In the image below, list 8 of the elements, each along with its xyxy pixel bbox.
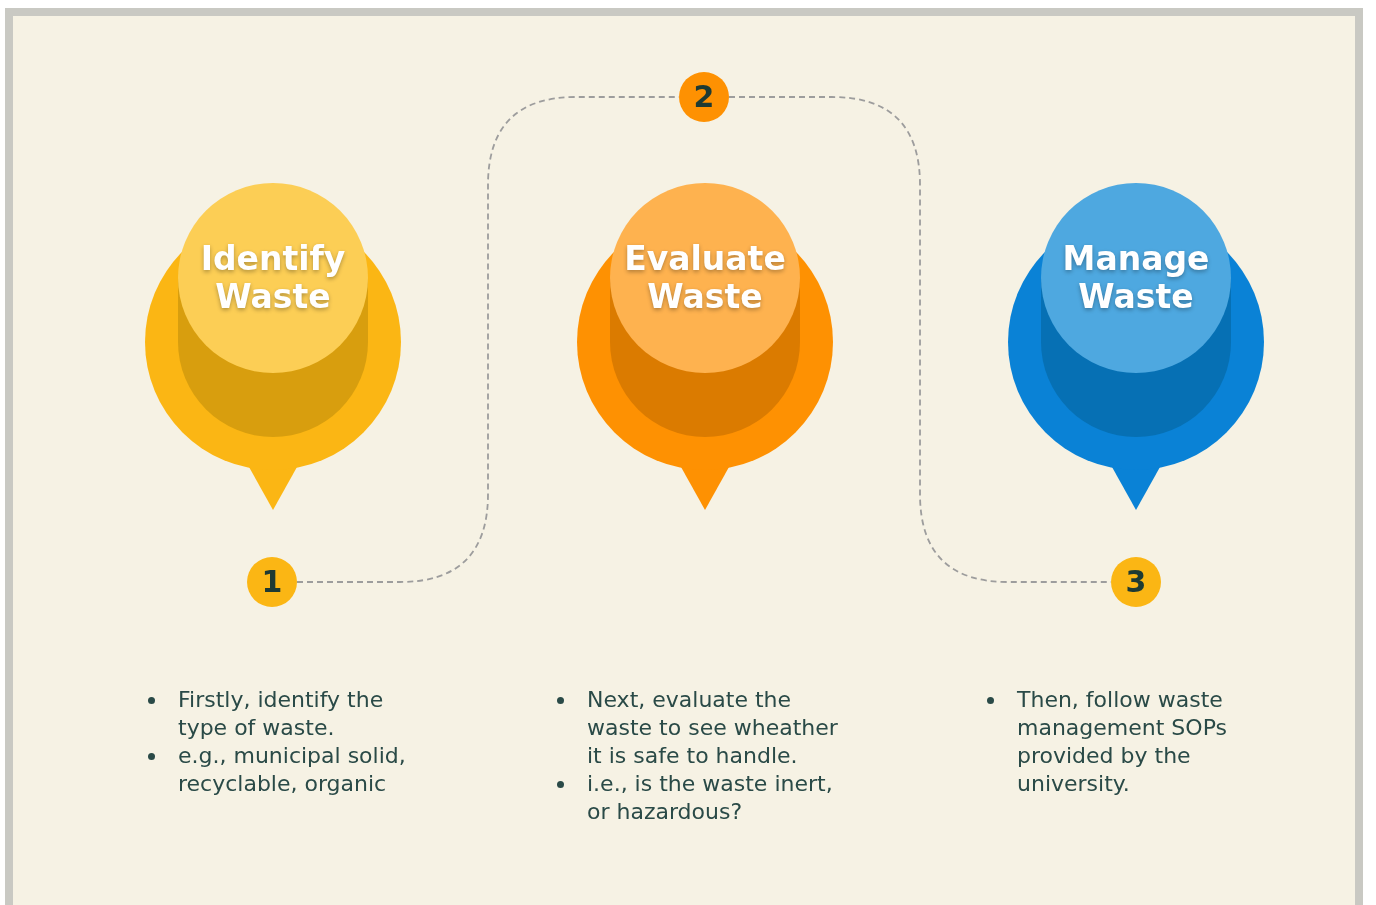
bullet-point-text: Then, follow waste management SOPs provided by the university. bbox=[984, 686, 1269, 798]
step-title: Manage Waste bbox=[1061, 240, 1211, 316]
bullet-point-text: i.e., is the waste inert, or hazardous? bbox=[554, 770, 844, 826]
step-title: Identify Waste bbox=[199, 240, 347, 316]
bullet-point-text: Firstly, identify the type of waste. bbox=[145, 686, 420, 742]
step-title: Evaluate Waste bbox=[623, 240, 787, 316]
bullet-point-text: e.g., municipal solid, recyclable, organic bbox=[145, 742, 420, 798]
bullet-point-text: Next, evaluate the waste to see wheather it is safe to handle. bbox=[554, 686, 844, 770]
